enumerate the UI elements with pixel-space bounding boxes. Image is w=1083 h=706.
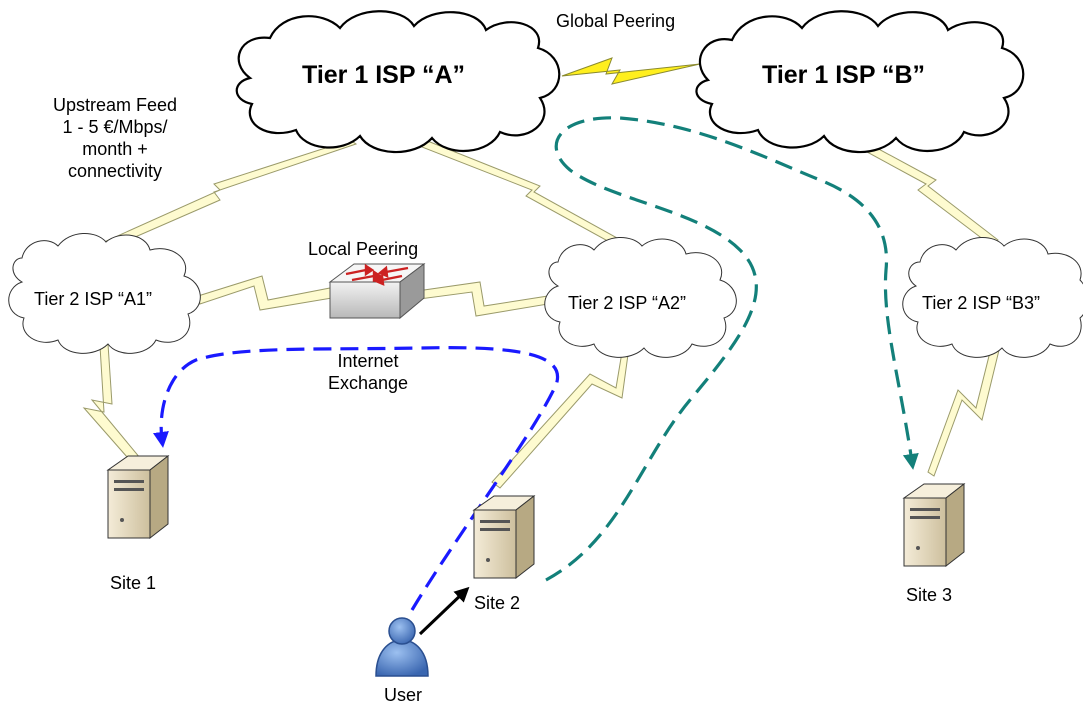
global-peering-label: Global Peering: [556, 11, 676, 31]
internet-exchange-line-1: Internet: [337, 351, 399, 371]
tier2-cloud-a1: [8, 233, 201, 354]
user-icon: [375, 617, 429, 677]
internet-exchange-switch-icon: [328, 263, 426, 320]
tier2-isp-a1-label: Tier 2 ISP “A1”: [34, 289, 153, 309]
tier2-cloud-a2: [544, 237, 737, 358]
tier1-cloud-b: [695, 10, 1025, 154]
user-to-site2-arrow: [418, 586, 470, 636]
path-site2-to-site1: [153, 346, 560, 611]
upstream-feed-line-4: connectivity: [67, 161, 163, 181]
global-peering-bolt: [561, 57, 701, 85]
upstream-feed-label: Upstream Feed 1 - 5 €/Mbps/ month + conn…: [30, 94, 200, 182]
upstream-feed-line-3: month +: [82, 139, 148, 159]
internet-exchange-line-2: Exchange: [327, 373, 409, 393]
user-label: User: [384, 685, 423, 705]
site2-server-icon: [472, 494, 536, 580]
local-peering-label: Local Peering: [308, 239, 419, 259]
site1-label: Site 1: [110, 573, 157, 593]
site2-label: Site 2: [474, 593, 521, 613]
tier2-isp-a2-label: Tier 2 ISP “A2”: [568, 293, 687, 313]
link-b3-to-site3: [927, 343, 1001, 477]
tier1-isp-b-label: Tier 1 ISP “B”: [762, 61, 926, 89]
tier1-isp-a-label: Tier 1 ISP “A”: [302, 61, 466, 89]
path-site2-to-site3: [545, 116, 919, 582]
link-a1-to-exchange: [197, 275, 333, 311]
upstream-feed-line-1: Upstream Feed: [52, 95, 178, 115]
site3-label: Site 3: [906, 585, 953, 605]
tier2-cloud-b3: [902, 237, 1083, 358]
site3-server-icon: [902, 482, 966, 568]
site1-server-icon: [106, 454, 170, 540]
link-a1-to-site1: [82, 343, 151, 475]
tier1-cloud-a: [235, 10, 561, 154]
link-exchange-to-a2: [409, 281, 549, 317]
link-a-to-a2: [403, 133, 629, 251]
upstream-feed-line-2: 1 - 5 €/Mbps/: [62, 117, 168, 137]
link-b-to-b3: [855, 139, 999, 247]
link-a2-to-site2: [491, 339, 631, 489]
tier2-isp-b3-label: Tier 2 ISP “B3”: [922, 293, 1041, 313]
internet-exchange-label: Internet Exchange: [318, 350, 418, 394]
